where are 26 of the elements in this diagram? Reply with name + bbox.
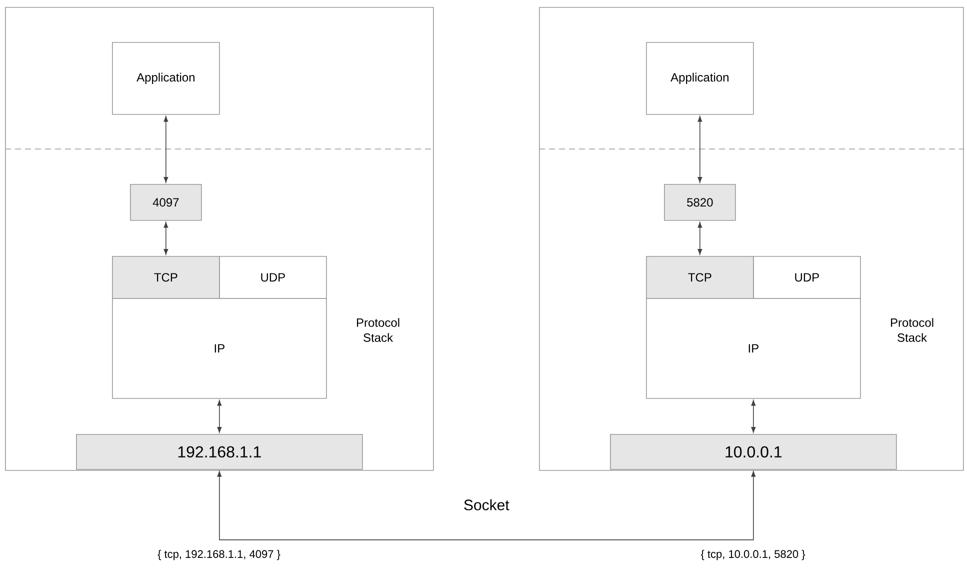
arrow xyxy=(164,222,168,255)
protocol-box: UDP xyxy=(219,256,327,299)
stack-label: Protocol Stack xyxy=(890,318,934,342)
address-tuple: { tcp, 10.0.0.1, 5820 } xyxy=(700,550,806,560)
host-box xyxy=(5,7,434,471)
protocol-box: TCP xyxy=(112,256,220,299)
edge-label: Socket xyxy=(464,499,510,510)
arrow xyxy=(751,400,756,433)
protocol-box: TCP xyxy=(646,256,754,299)
port-box: 5820 xyxy=(664,184,736,221)
arrow xyxy=(698,222,702,255)
address-box: 192.168.1.1 xyxy=(76,434,363,470)
address-tuple: { tcp, 192.168.1.1, 4097 } xyxy=(158,550,280,560)
application-box: Application xyxy=(112,42,220,115)
port-box: 4097 xyxy=(130,184,202,221)
arrow xyxy=(698,116,702,183)
arrow xyxy=(217,400,222,433)
arrow xyxy=(164,116,168,183)
arrow xyxy=(217,471,756,540)
protocol-box: IP xyxy=(646,298,861,399)
protocol-box: UDP xyxy=(753,256,861,299)
application-box: Application xyxy=(646,42,754,115)
host-box xyxy=(539,7,964,471)
protocol-box: IP xyxy=(112,298,327,399)
address-box: 10.0.0.1 xyxy=(610,434,897,470)
stack-label: Protocol Stack xyxy=(356,318,400,342)
